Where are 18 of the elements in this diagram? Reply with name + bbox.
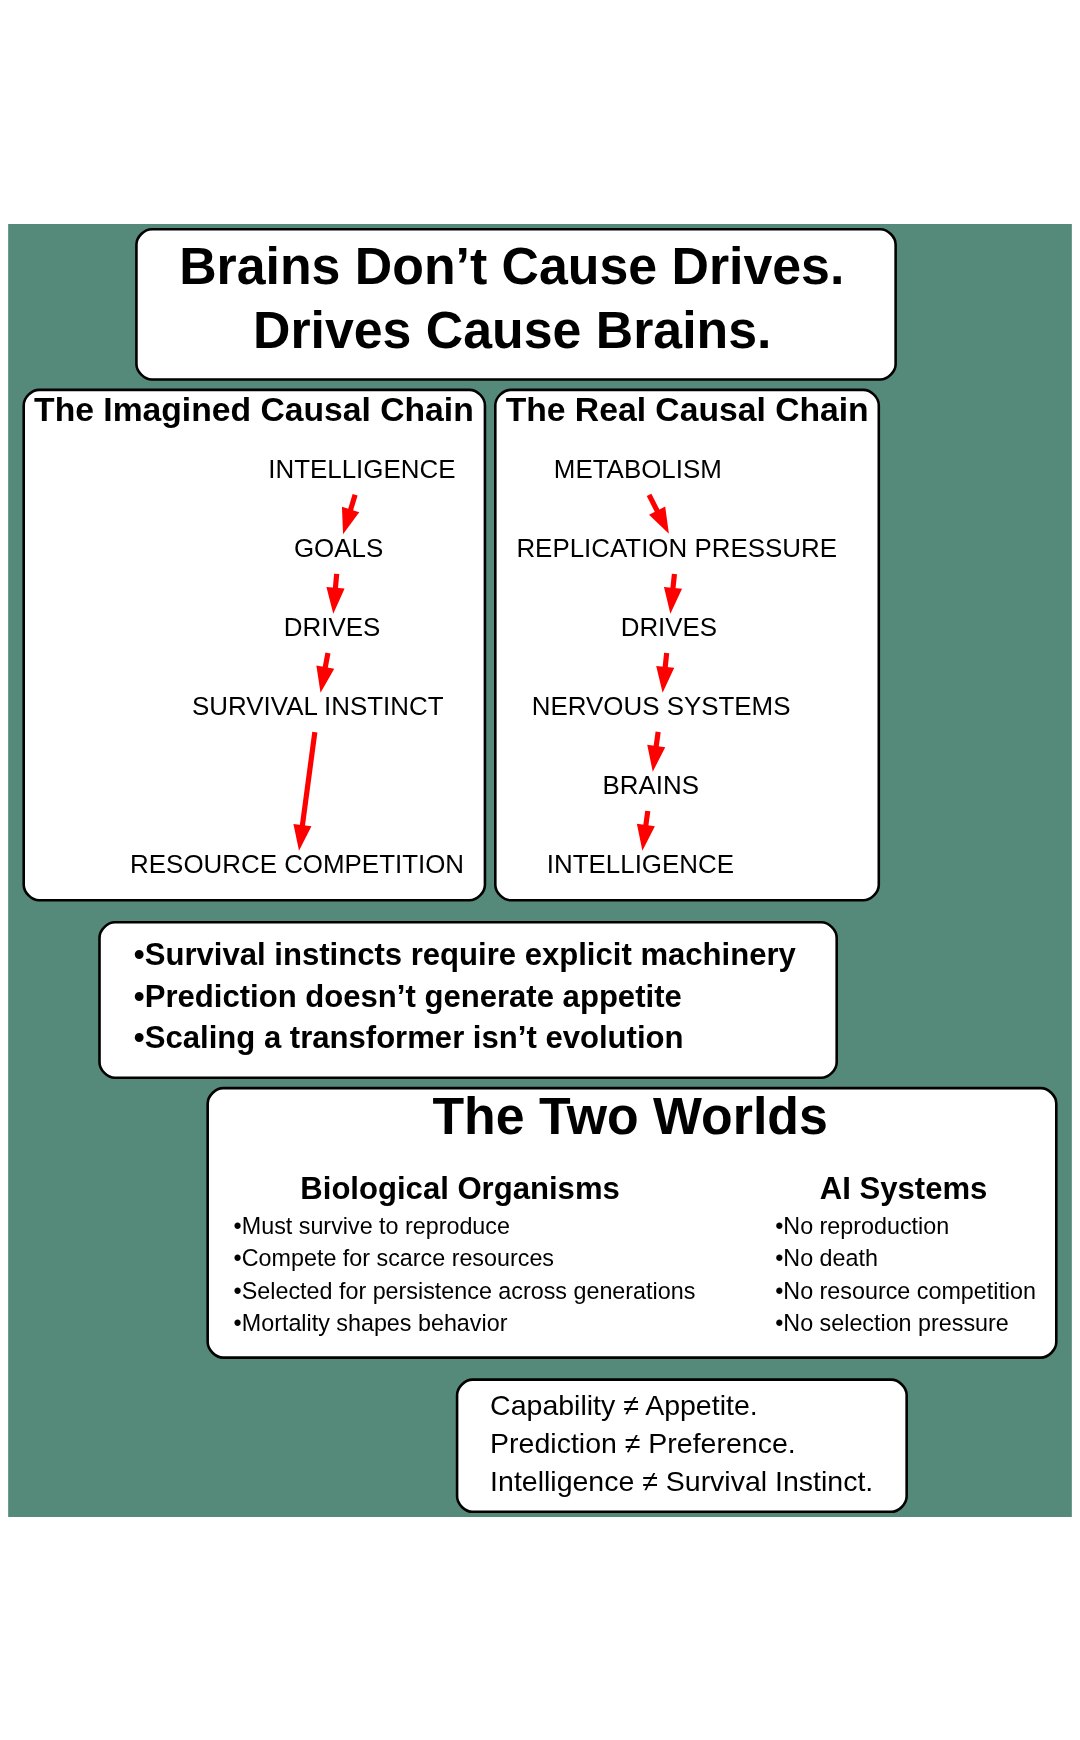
node-text: INTELLIGENCE bbox=[546, 849, 734, 878]
node-box: Capability ≠ Appetite. Prediction ≠ Preference. Intelligence ≠ Survival Instinct. bbox=[455, 1377, 908, 1513]
node-text: REPLICATION PRESSURE bbox=[516, 533, 837, 562]
node-text: DRIVES bbox=[283, 612, 381, 641]
node-text: SURVIVAL INSTINCT bbox=[192, 691, 444, 720]
node-text: RESOURCE COMPETITION bbox=[130, 849, 465, 878]
node-text: INTELLIGENCE bbox=[268, 454, 456, 483]
node-text: BRAINS bbox=[602, 770, 699, 799]
node-text: GOALS bbox=[293, 533, 384, 562]
node-text: DRIVES bbox=[620, 612, 718, 641]
node-box: Brains Don’t Cause Drives. Drives Cause Brains. bbox=[135, 227, 897, 381]
arrow bbox=[646, 493, 669, 534]
node-text: AI Systems •No reproduction •No death •No resource competition •No selection pressure bbox=[775, 1170, 1036, 1336]
node-box: •Survival instincts require explicit machinery •Prediction doesn’t generate appetite •Scaling a transformer isn’t evolution bbox=[98, 920, 838, 1079]
node-text: METABOLISM bbox=[553, 454, 722, 483]
node-text: Biological Organisms •Must survive to reproduce •Compete for scarce resources •Selected for persistence across generations •Mortality shapes behavior bbox=[233, 1170, 696, 1336]
arrow bbox=[293, 731, 318, 851]
node-text: NERVOUS SYSTEMS bbox=[531, 691, 791, 720]
